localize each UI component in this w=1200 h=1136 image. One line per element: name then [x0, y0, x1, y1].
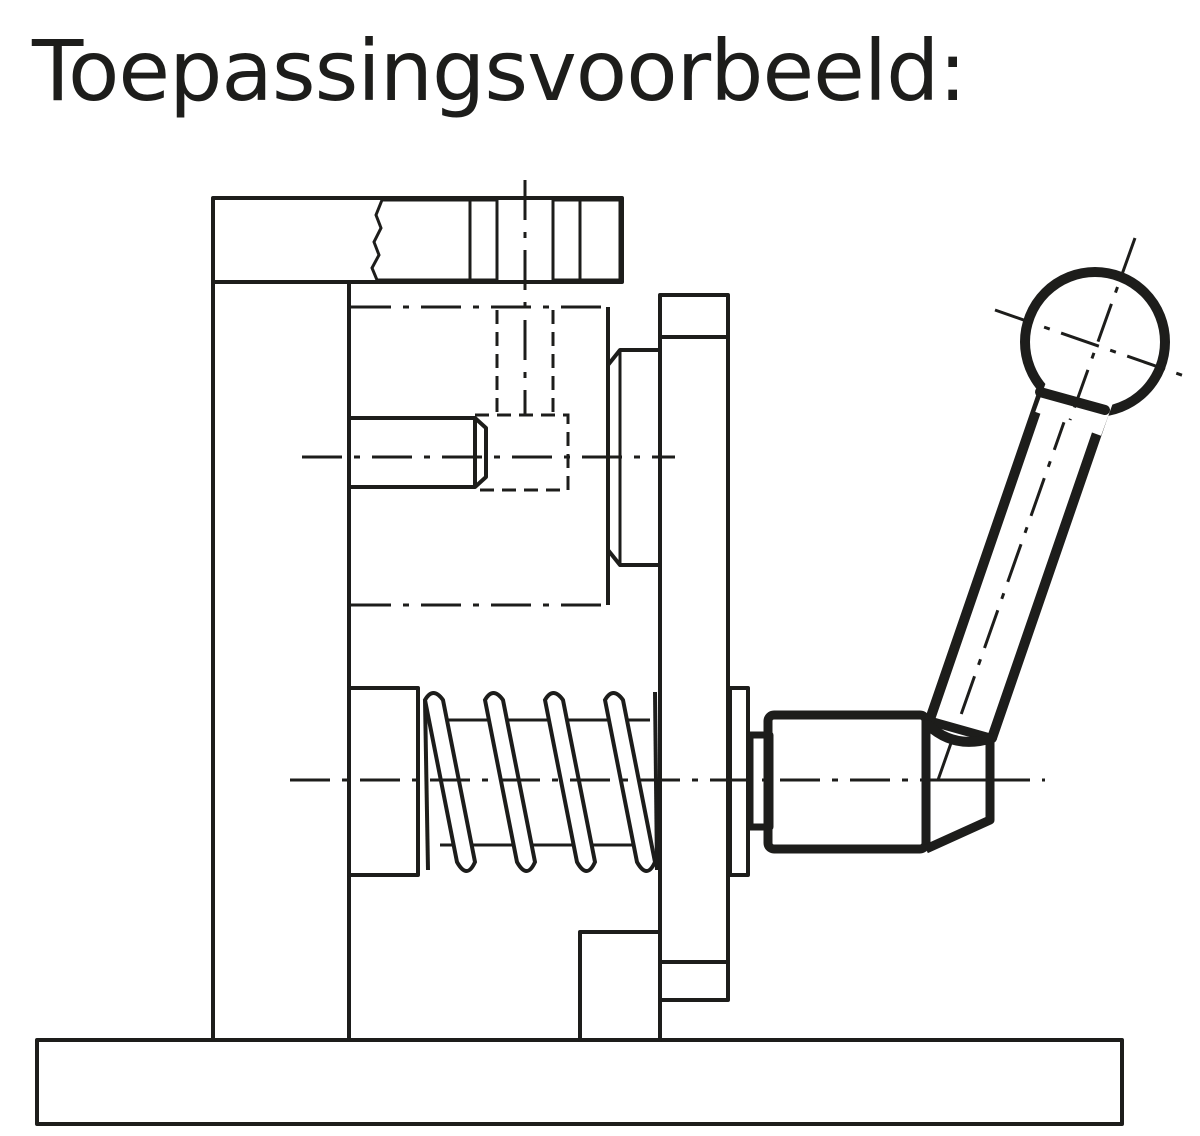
locking-pin	[302, 413, 675, 492]
spring-coil	[482, 691, 538, 873]
spring-coil	[422, 691, 478, 873]
lower-block	[578, 930, 662, 1042]
drawing-title: Toepassingsvoorbeeld:	[32, 22, 967, 120]
hatched-section	[370, 180, 622, 415]
column	[211, 196, 624, 1040]
knob-body	[746, 710, 995, 854]
base-plate	[35, 1038, 1124, 1126]
flange	[606, 348, 660, 567]
spring-coil	[542, 691, 598, 873]
vertical-plate	[658, 293, 730, 1002]
lever-handle[interactable]	[923, 237, 1191, 781]
compression-spring	[422, 691, 659, 873]
